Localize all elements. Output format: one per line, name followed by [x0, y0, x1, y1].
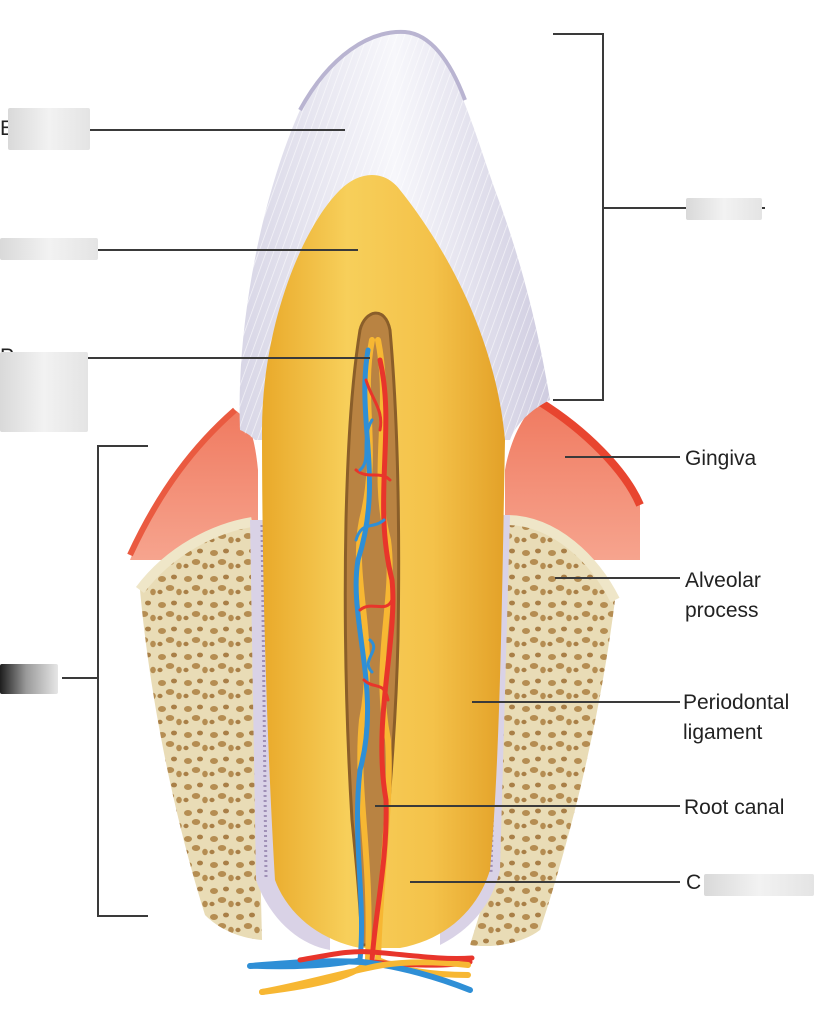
mask-dentin-label	[0, 238, 98, 260]
gingiva-shape	[127, 398, 644, 560]
label-alveolar-line1: Alveolar	[685, 569, 761, 592]
mask-enamel-label	[8, 108, 90, 150]
label-gingiva: Gingiva	[685, 447, 757, 470]
mask-pulp-label	[0, 352, 88, 432]
label-alveolar-line2: process	[685, 599, 759, 622]
mask-crown-label	[686, 198, 762, 220]
blood-vessels-and-nerves	[247, 337, 475, 995]
leader-lines	[62, 33, 765, 917]
bracket-root	[97, 445, 148, 917]
mask-cementum-label	[704, 874, 814, 896]
mask-root-label	[0, 664, 58, 694]
label-root-canal: Root canal	[684, 796, 785, 819]
label-cementum-fragment: C	[686, 871, 702, 894]
bracket-crown	[553, 33, 604, 401]
label-periodontal-line1: Periodontal	[683, 691, 790, 714]
label-periodontal-line2: ligament	[683, 721, 763, 744]
